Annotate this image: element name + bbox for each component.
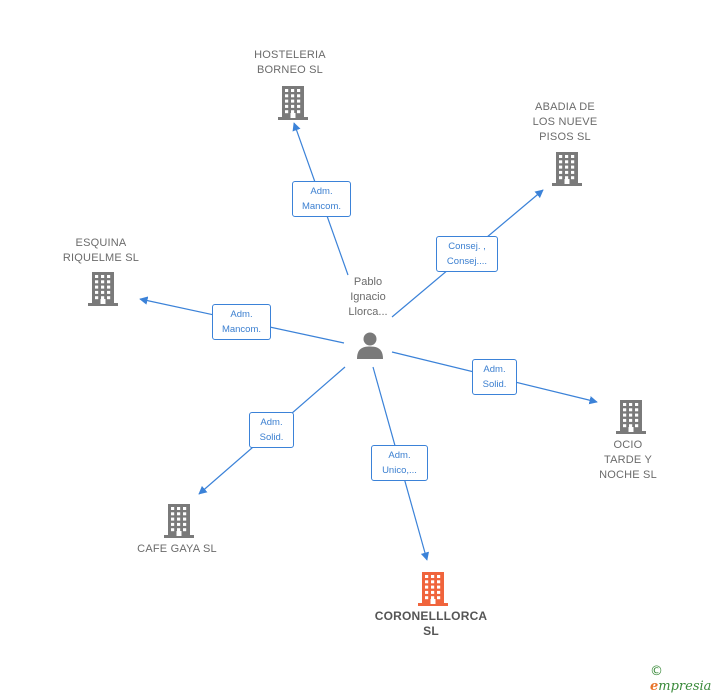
relation-label-ocio[interactable]: Adm. Solid. [472, 359, 517, 395]
relation-label-esquina[interactable]: Adm. Mancom. [212, 304, 271, 340]
copyright-symbol: © [650, 664, 663, 679]
building-icon[interactable] [616, 400, 646, 434]
company-name-esquina[interactable]: ESQUINA RIQUELME SL [62, 237, 140, 264]
relation-label-cafe[interactable]: Adm. Solid. [249, 412, 294, 448]
person-name[interactable]: Pablo Ignacio Llorca... [348, 276, 388, 318]
company-name-coronel[interactable]: CORONELLLORCA SL [374, 609, 488, 638]
brand-watermark: © empresia [650, 664, 728, 694]
relation-label-coronel[interactable]: Adm. Unico,... [371, 445, 428, 481]
building-icon[interactable] [552, 152, 582, 186]
building-icon[interactable] [88, 272, 118, 306]
relation-label-hosteleria[interactable]: Adm. Mancom. [292, 181, 351, 217]
building-icon[interactable] [164, 504, 194, 538]
company-name-abadia[interactable]: ABADIA DE LOS NUEVE PISOS SL [532, 101, 598, 143]
building-icon[interactable] [278, 86, 308, 120]
company-name-ocio[interactable]: OCIO TARDE Y NOCHE SL [599, 439, 657, 481]
brand-name: mpresia [658, 679, 712, 694]
building-icon[interactable] [418, 572, 448, 606]
company-name-cafe[interactable]: CAFE GAYA SL [137, 543, 217, 555]
person-icon[interactable] [356, 331, 384, 359]
company-name-hosteleria[interactable]: HOSTELERIA BORNEO SL [254, 49, 326, 76]
relation-label-abadia[interactable]: Consej. , Consej.... [436, 236, 498, 272]
